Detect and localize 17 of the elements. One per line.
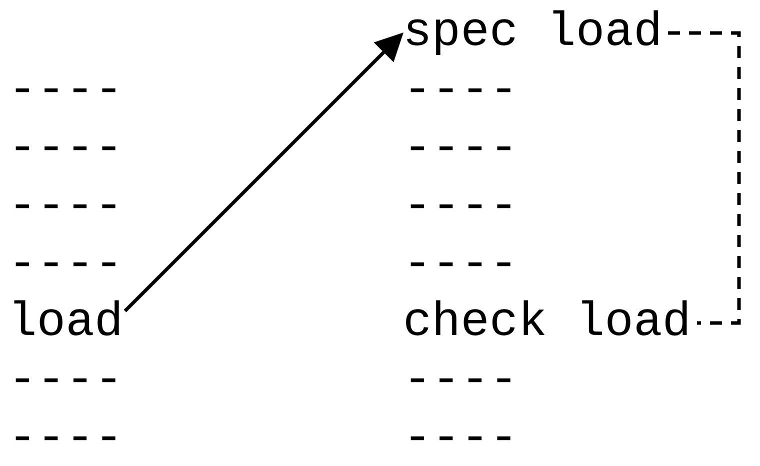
dash-text: ---- xyxy=(403,413,518,465)
dash-text: ---- xyxy=(8,181,124,233)
dash-text: ---- xyxy=(403,239,518,291)
dash-text: ---- xyxy=(8,239,124,291)
dash-text: ---- xyxy=(403,123,518,175)
dash-text: ---- xyxy=(8,65,124,117)
dash-text: ---- xyxy=(403,181,518,233)
dashed-connector xyxy=(668,31,741,325)
dash-text: ---- xyxy=(8,413,124,465)
arrow xyxy=(124,32,404,312)
dash-text: ---- xyxy=(8,123,124,175)
dash-text: ---- xyxy=(403,355,518,407)
code-text: spec load xyxy=(403,7,662,59)
code-text: load xyxy=(8,297,124,349)
dash-text: ---- xyxy=(8,355,124,407)
dash-text: ---- xyxy=(403,65,518,117)
code-text: check load xyxy=(403,297,692,349)
